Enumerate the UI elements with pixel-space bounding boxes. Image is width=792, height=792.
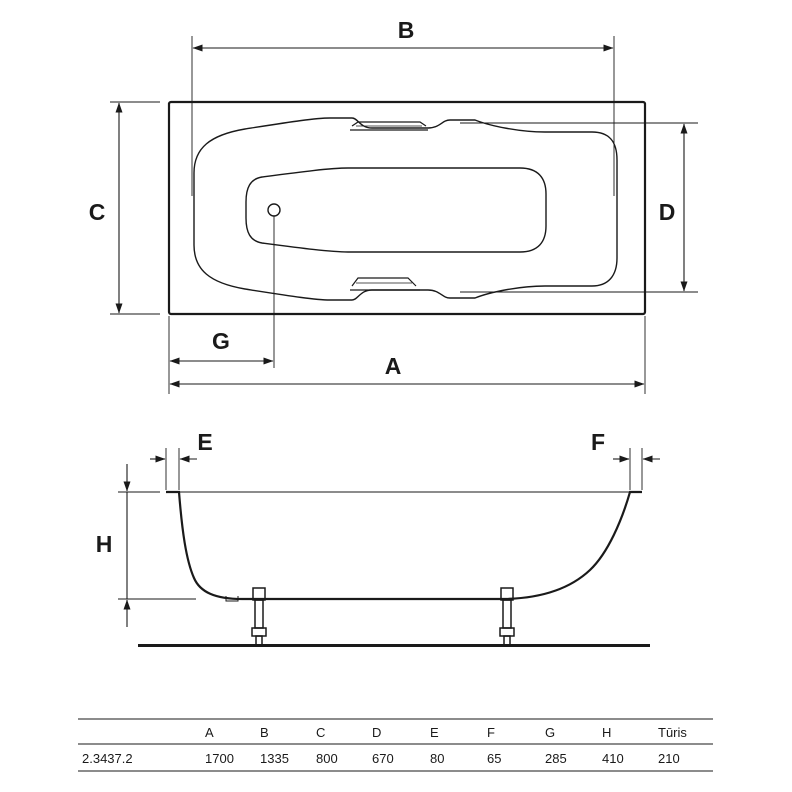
label-b: B (398, 17, 415, 43)
side-view (118, 448, 660, 647)
model-code-cell: 2.3437.2 (82, 751, 133, 766)
top-view (110, 36, 698, 394)
label-d: D (659, 199, 676, 225)
label-g: G (212, 328, 230, 354)
table-row: 2.3437.2 1700 1335 800 670 80 65 285 410 210 (82, 751, 680, 766)
table-cell: 1335 (260, 751, 289, 766)
table-cell: 410 (602, 751, 624, 766)
tub-side-profile (166, 490, 642, 601)
table-body: 2.3437.2 1700 1335 800 670 80 65 285 410 210 (82, 751, 680, 766)
table-header-cell: D (372, 725, 381, 740)
dimension-labels: B C D G A E F H (89, 17, 676, 557)
label-a: A (385, 353, 402, 379)
table-header-cell: F (487, 725, 495, 740)
table-header-cell: C (316, 725, 325, 740)
drain-icon (267, 203, 281, 217)
table-cell: 670 (372, 751, 394, 766)
label-h: H (96, 531, 113, 557)
table-header-cell: B (260, 725, 269, 740)
tub-inner-basin (193, 117, 618, 301)
table-cell: 80 (430, 751, 444, 766)
table-cell: 65 (487, 751, 501, 766)
grab-handle-top (350, 121, 428, 131)
support-leg-left (251, 587, 267, 646)
table-header-cell: A (205, 725, 214, 740)
dimension-table: A B C D E F G H Tūris 2.3437.2 1700 1335 800 670 80 65… (78, 718, 713, 772)
table-cell: 1700 (205, 751, 234, 766)
table-cell: 210 (658, 751, 680, 766)
floor-line (138, 644, 650, 647)
grab-handle-bottom (350, 277, 420, 291)
table-cell: 285 (545, 751, 567, 766)
label-e: E (197, 429, 212, 455)
table-header-cell: H (602, 725, 611, 740)
tub-outer-rim (167, 100, 647, 316)
table-header-row: A B C D E F G H Tūris (205, 725, 687, 740)
table-header-cell: G (545, 725, 555, 740)
support-leg-right (499, 587, 515, 646)
table-cell: 800 (316, 751, 338, 766)
label-f: F (591, 429, 605, 455)
label-c: C (89, 199, 106, 225)
table-header-cell: E (430, 725, 439, 740)
tub-floor (245, 167, 547, 253)
table-header-cell: Tūris (658, 725, 687, 740)
